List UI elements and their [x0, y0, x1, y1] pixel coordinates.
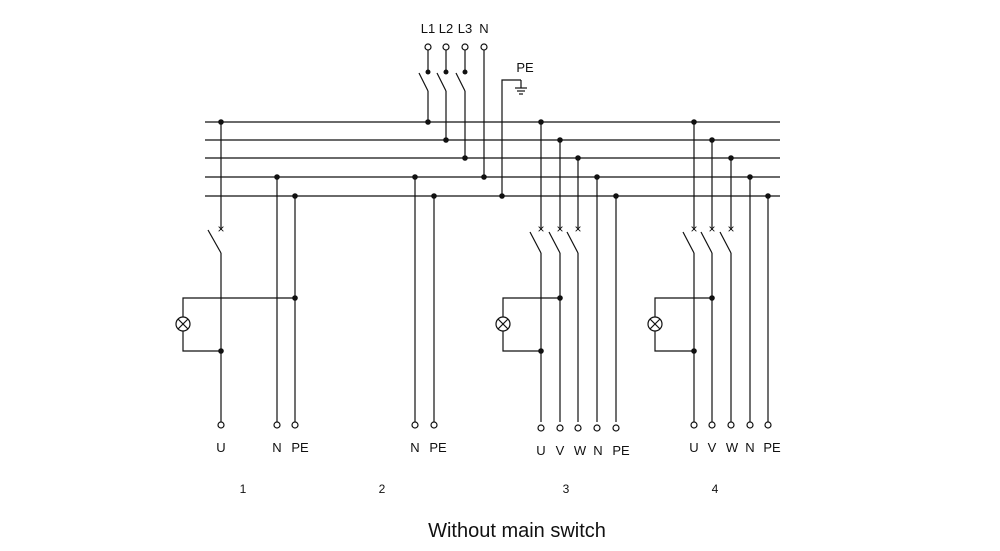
output-terminal: [537, 424, 545, 432]
output-label: PE: [612, 443, 630, 458]
supply-switch-l2: [436, 72, 447, 92]
output-terminal: [430, 421, 438, 429]
lamp-icon: [495, 316, 511, 332]
output-terminal: [593, 424, 601, 432]
circuit-number: 3: [563, 482, 570, 496]
output-terminal: [411, 421, 419, 429]
supply-label-n: N: [479, 21, 488, 36]
circuit-2: N PE 2: [379, 174, 447, 496]
circuit-3: × × × U V W N PE 3: [495, 119, 630, 496]
circuit-number: 4: [712, 482, 719, 496]
circuit-1: × U N PE 1: [175, 119, 309, 496]
supply-label-l2: L2: [439, 21, 453, 36]
output-terminal: [764, 421, 772, 429]
supply-label-l3: L3: [458, 21, 472, 36]
breaker-switch: [700, 231, 713, 254]
diagram-caption: Without main switch: [428, 520, 606, 542]
output-terminal: [291, 421, 299, 429]
output-terminal: [273, 421, 281, 429]
output-label: W: [574, 443, 587, 458]
breaker-switch: [529, 231, 542, 254]
output-label: U: [216, 440, 225, 455]
output-label: W: [726, 440, 739, 455]
svg-text:×: ×: [537, 222, 544, 236]
output-label: N: [745, 440, 754, 455]
output-terminal: [217, 421, 225, 429]
output-terminal: [612, 424, 620, 432]
breaker-switch: [719, 231, 732, 254]
output-label: PE: [291, 440, 309, 455]
supply-feed: L1 L2 L3 N PE: [418, 21, 534, 199]
output-terminal: [708, 421, 716, 429]
output-label: U: [536, 443, 545, 458]
svg-text:×: ×: [556, 222, 563, 236]
supply-terminal-l1: [424, 43, 432, 51]
supply-switch-l3: [455, 72, 466, 92]
output-terminal: [574, 424, 582, 432]
output-label: N: [272, 440, 281, 455]
output-label: PE: [429, 440, 447, 455]
circuit-number: 2: [379, 482, 386, 496]
svg-text:×: ×: [574, 222, 581, 236]
busbars: [205, 121, 780, 197]
breaker-switch: [566, 231, 579, 254]
output-label: N: [593, 443, 602, 458]
svg-text:×: ×: [690, 222, 697, 236]
lamp-icon: [647, 316, 663, 332]
supply-terminal-l2: [442, 43, 450, 51]
svg-text:×: ×: [708, 222, 715, 236]
output-label: V: [556, 443, 565, 458]
supply-switch-l1: [418, 72, 429, 92]
breaker-switch: [682, 231, 695, 254]
ground-icon: [515, 87, 527, 95]
pe-ground-label: PE: [516, 60, 534, 75]
supply-label-l1: L1: [421, 21, 435, 36]
output-terminal: [556, 424, 564, 432]
svg-text:×: ×: [727, 222, 734, 236]
output-label: N: [410, 440, 419, 455]
output-label: PE: [763, 440, 781, 455]
breaker-switch: [207, 229, 222, 254]
circuit-4: × × × U V W N PE 4: [647, 119, 781, 496]
supply-terminal-n: [480, 43, 488, 51]
output-terminal: [690, 421, 698, 429]
output-label: V: [708, 440, 717, 455]
lamp-icon: [175, 316, 191, 332]
circuit-number: 1: [240, 482, 247, 496]
output-label: U: [689, 440, 698, 455]
breaker-switch: [548, 231, 561, 254]
output-terminal: [727, 421, 735, 429]
svg-text:×: ×: [217, 222, 224, 236]
supply-terminal-l3: [461, 43, 469, 51]
output-terminal: [746, 421, 754, 429]
